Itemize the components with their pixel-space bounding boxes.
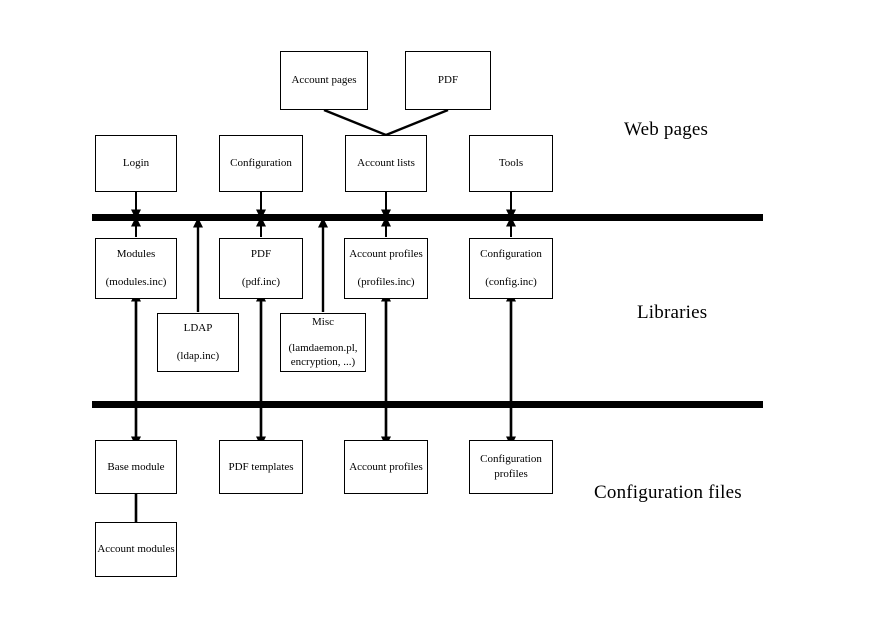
node-login-title: Login [122, 157, 150, 170]
node-pdf-lib[interactable]: PDF (pdf.inc) [219, 238, 303, 299]
node-pdf-page-title: PDF [437, 74, 459, 87]
node-account-profiles-file-title: Account profiles [349, 460, 423, 473]
connector-pdf-page-to-account-lists [385, 108, 449, 137]
node-configuration-lib-title: Configuration [480, 248, 542, 261]
node-account-pages-title: Account pages [291, 74, 357, 87]
node-misc-lib-title: Misc [312, 315, 334, 328]
section-label-web-pages: Web pages [624, 119, 709, 140]
node-pdf-templates[interactable]: PDF templates [219, 440, 303, 494]
node-tools[interactable]: Tools [469, 135, 553, 192]
node-ldap-lib-subtitle: (ldap.inc) [176, 350, 220, 362]
section-label-configuration-files: Configuration files [594, 482, 742, 503]
node-pdf-page[interactable]: PDF [405, 51, 491, 110]
node-account-profiles-file[interactable]: Account profiles [344, 440, 428, 494]
node-modules-lib[interactable]: Modules (modules.inc) [95, 238, 177, 299]
node-account-lists-title: Account lists [357, 157, 415, 170]
node-pdf-templates-title: PDF templates [228, 460, 294, 473]
node-modules-lib-title: Modules [116, 248, 156, 261]
node-account-profiles-lib[interactable]: Account profiles (profiles.inc) [344, 238, 428, 299]
node-ldap-lib-title: LDAP [183, 322, 213, 335]
node-pdf-lib-subtitle: (pdf.inc) [241, 276, 281, 288]
node-account-modules[interactable]: Account modules [95, 522, 177, 577]
node-account-profiles-lib-title: Account profiles [349, 248, 423, 261]
node-account-lists[interactable]: Account lists [345, 135, 427, 192]
lower-bus-divider [92, 401, 763, 408]
node-login[interactable]: Login [95, 135, 177, 192]
node-account-pages[interactable]: Account pages [280, 51, 368, 110]
node-configuration-lib[interactable]: Configuration (config.inc) [469, 238, 553, 299]
node-misc-lib[interactable]: Misc (lamdaemon.pl, encryption, ...) [280, 313, 366, 372]
node-pdf-lib-title: PDF [250, 248, 272, 261]
node-account-modules-title: Account modules [97, 543, 175, 556]
node-misc-lib-subtitle: (lamdaemon.pl, encryption, ...) [288, 341, 358, 368]
node-base-module-title: Base module [107, 460, 165, 473]
node-configuration-page-title: Configuration [230, 157, 292, 170]
node-configuration-page[interactable]: Configuration [219, 135, 303, 192]
node-configuration-profiles[interactable]: Configuration profiles [469, 440, 553, 494]
node-modules-lib-subtitle: (modules.inc) [105, 276, 167, 288]
node-configuration-profiles-title: Configuration profiles [480, 453, 542, 480]
node-base-module[interactable]: Base module [95, 440, 177, 494]
upper-bus-divider [92, 214, 763, 221]
connector-account-pages-to-account-lists [323, 108, 387, 137]
section-label-libraries: Libraries [637, 302, 708, 323]
node-ldap-lib[interactable]: LDAP (ldap.inc) [157, 313, 239, 372]
node-tools-title: Tools [498, 157, 524, 170]
node-account-profiles-lib-subtitle: (profiles.inc) [357, 276, 415, 288]
node-configuration-lib-subtitle: (config.inc) [485, 276, 537, 288]
